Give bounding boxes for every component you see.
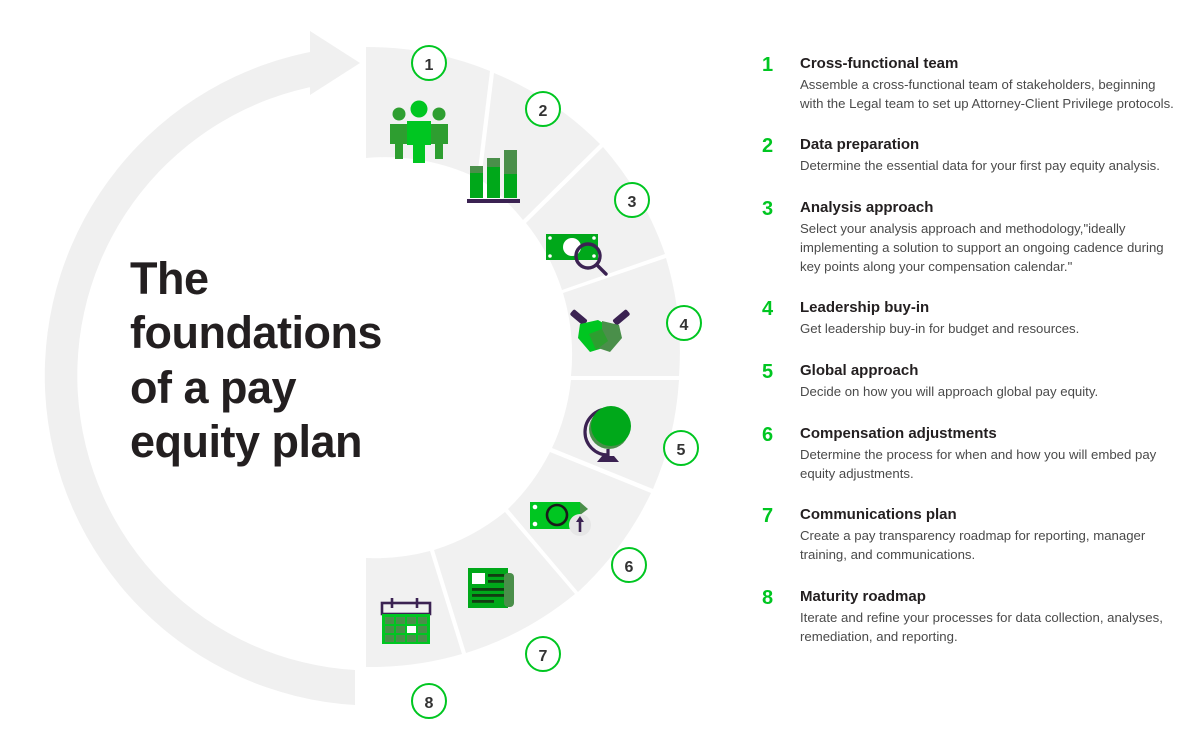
- list-item: 3 Analysis approach Select your analysis…: [762, 198, 1182, 276]
- step-description: Select your analysis approach and method…: [800, 221, 1164, 274]
- step-content: Communications plan Create a pay transpa…: [800, 505, 1182, 564]
- step-number: 1: [762, 54, 774, 76]
- people-group-icon: [390, 100, 448, 163]
- list-item: 7 Communications plan Create a pay trans…: [762, 505, 1182, 564]
- step-badge-3[interactable]: 3: [614, 182, 650, 218]
- svg-text:8: 8: [425, 695, 434, 712]
- step-title: Leadership buy-in: [800, 299, 930, 317]
- globe-icon: [583, 406, 631, 462]
- list-item: 8 Maturity roadmap Iterate and refine yo…: [762, 587, 1182, 646]
- step-content: Analysis approach Select your analysis a…: [800, 198, 1182, 276]
- list-item: 6 Compensation adjustments Determine the…: [762, 424, 1182, 483]
- step-content: Maturity roadmap Iterate and refine your…: [800, 587, 1182, 646]
- step-content: Data preparation Determine the essential…: [800, 135, 1182, 176]
- list-item: 4 Leadership buy-in Get leadership buy-i…: [762, 298, 1182, 339]
- step-title: Communications plan: [800, 506, 957, 524]
- money-magnifier-icon: [546, 234, 608, 276]
- step-badge-5[interactable]: 5: [663, 430, 699, 466]
- step-number: 3: [762, 198, 774, 221]
- bar-chart-icon: [467, 150, 520, 203]
- step-number: 6: [762, 423, 774, 446]
- step-badge-1[interactable]: 1: [411, 45, 447, 81]
- newspaper-icon: [468, 568, 514, 608]
- step-description: Assemble a cross-functional team of stak…: [800, 77, 1174, 111]
- svg-text:5: 5: [677, 442, 686, 459]
- step-title: Data preparation: [800, 136, 920, 154]
- step-content: Compensation adjustments Determine the p…: [800, 424, 1182, 483]
- step-title: Global approach: [800, 362, 919, 380]
- step-number: 7: [762, 505, 774, 528]
- svg-text:6: 6: [625, 559, 634, 576]
- money-up-arrow-icon: [530, 502, 591, 536]
- step-description: Get leadership buy-in for budget and res…: [800, 321, 1080, 337]
- list-item: 5 Global approach Decide on how you will…: [762, 361, 1182, 402]
- page-title: The foundations of a pay equity plan: [130, 253, 382, 468]
- step-content: Leadership buy-in Get leadership buy-in …: [800, 298, 1182, 339]
- diagram-canvas: 1 2 3 4 5 6 7: [44, 31, 702, 719]
- step-content: Global approach Decide on how you will a…: [800, 361, 1182, 402]
- svg-text:3: 3: [628, 194, 637, 211]
- step-badge-6[interactable]: 6: [611, 547, 647, 583]
- step-title: Maturity roadmap: [800, 587, 926, 605]
- step-description: Determine the process for when and how y…: [800, 446, 1157, 481]
- clockwise-process-arrow: [44, 31, 360, 705]
- step-badge-4[interactable]: 4: [666, 305, 702, 341]
- step-description: Decide on how you will approach global p…: [800, 384, 1099, 400]
- step-title: Compensation adjustments: [800, 424, 997, 442]
- step-content: Cross-functional team Assemble a cross-f…: [800, 54, 1182, 113]
- step-description: Create a pay transparency roadmap for re…: [800, 528, 1146, 563]
- step-badge-2[interactable]: 2: [525, 91, 561, 127]
- circular-process-diagram: 1 2 3 4 5 6 7: [44, 31, 702, 719]
- step-description: Iterate and refine your processes for da…: [800, 609, 1163, 644]
- step-number: 4: [762, 298, 774, 321]
- step-number: 5: [762, 361, 774, 384]
- step-title: Analysis approach: [800, 199, 934, 217]
- step-number: 2: [762, 135, 774, 158]
- list-item: 2 Data preparation Determine the essenti…: [762, 135, 1182, 176]
- steps-list: 1 Cross-functional team Assemble a cross…: [762, 54, 1182, 646]
- list-item: 1 Cross-functional team Assemble a cross…: [762, 54, 1182, 113]
- handshake-icon: [570, 309, 630, 352]
- step-title: Cross-functional team: [800, 55, 959, 72]
- svg-text:7: 7: [539, 648, 548, 665]
- svg-text:4: 4: [680, 317, 689, 334]
- svg-text:2: 2: [539, 103, 548, 120]
- svg-text:1: 1: [425, 57, 434, 74]
- step-badge-8[interactable]: 8: [411, 683, 447, 719]
- step-number: 8: [762, 586, 774, 609]
- step-badge-7[interactable]: 7: [525, 636, 561, 672]
- calendar-icon: [380, 598, 432, 644]
- step-description: Determine the essential data for your fi…: [800, 158, 1160, 174]
